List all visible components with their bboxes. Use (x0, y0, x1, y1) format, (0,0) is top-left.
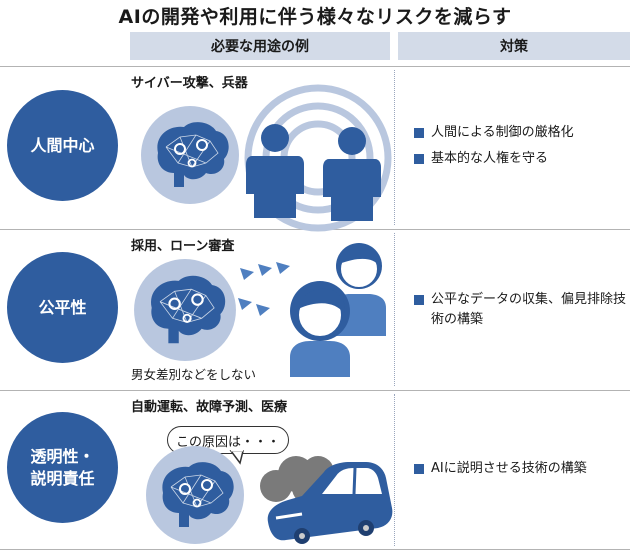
row-label-line: 透明性・ (30, 446, 95, 466)
row-label-transparency: 透明性・ 説明責任 (7, 412, 118, 523)
measure-item: 基本的な人権を守る (414, 149, 574, 169)
row-label-text: 公平性 (38, 297, 87, 317)
brain-icon (134, 259, 236, 361)
measure-list: 人間による制御の厳格化 基本的な人権を守る (414, 123, 574, 169)
person-icon (290, 281, 350, 377)
divider (0, 549, 630, 550)
measure-list: 公平なデータの収集、偏見排除技術の構築 (414, 290, 630, 330)
row-label-text: 人間中心 (30, 135, 95, 155)
divider (0, 66, 630, 67)
header-measure: 対策 (398, 32, 630, 60)
brain-icon (146, 446, 244, 544)
column-divider (394, 394, 395, 546)
signal-arrows-icon (238, 262, 290, 316)
use-title: サイバー攻撃、兵器 (131, 76, 248, 91)
measure-item: AIに説明させる技術の構築 (414, 459, 587, 479)
column-divider (394, 233, 395, 386)
use-title: 採用、ローン審査 (131, 239, 235, 254)
divider (0, 390, 630, 391)
person-icon (323, 127, 381, 221)
row-label-human-centric: 人間中心 (7, 90, 118, 201)
measure-list: AIに説明させる技術の構築 (414, 459, 587, 479)
column-divider (394, 70, 395, 225)
row-label-fairness: 公平性 (7, 252, 118, 363)
measure-item: 人間による制御の厳格化 (414, 123, 574, 143)
person-icon (246, 124, 304, 218)
speech-bubble-tail (229, 448, 244, 465)
use-caption: 男女差別などをしない (131, 367, 257, 382)
crashed-car-icon (267, 462, 393, 544)
page-title: AIの開発や利用に伴う様々なリスクを減らす (118, 6, 512, 28)
bubble-text: この原因は・・・ (175, 434, 280, 450)
row-label-line: 説明責任 (30, 468, 95, 488)
row-label-text: 透明性・ 説明責任 (30, 446, 94, 489)
brain-icon (141, 106, 239, 204)
measure-item: 公平なデータの収集、偏見排除技術の構築 (414, 290, 630, 330)
header-use: 必要な用途の例 (130, 32, 390, 60)
use-title: 自動運転、故障予測、医療 (131, 400, 288, 415)
